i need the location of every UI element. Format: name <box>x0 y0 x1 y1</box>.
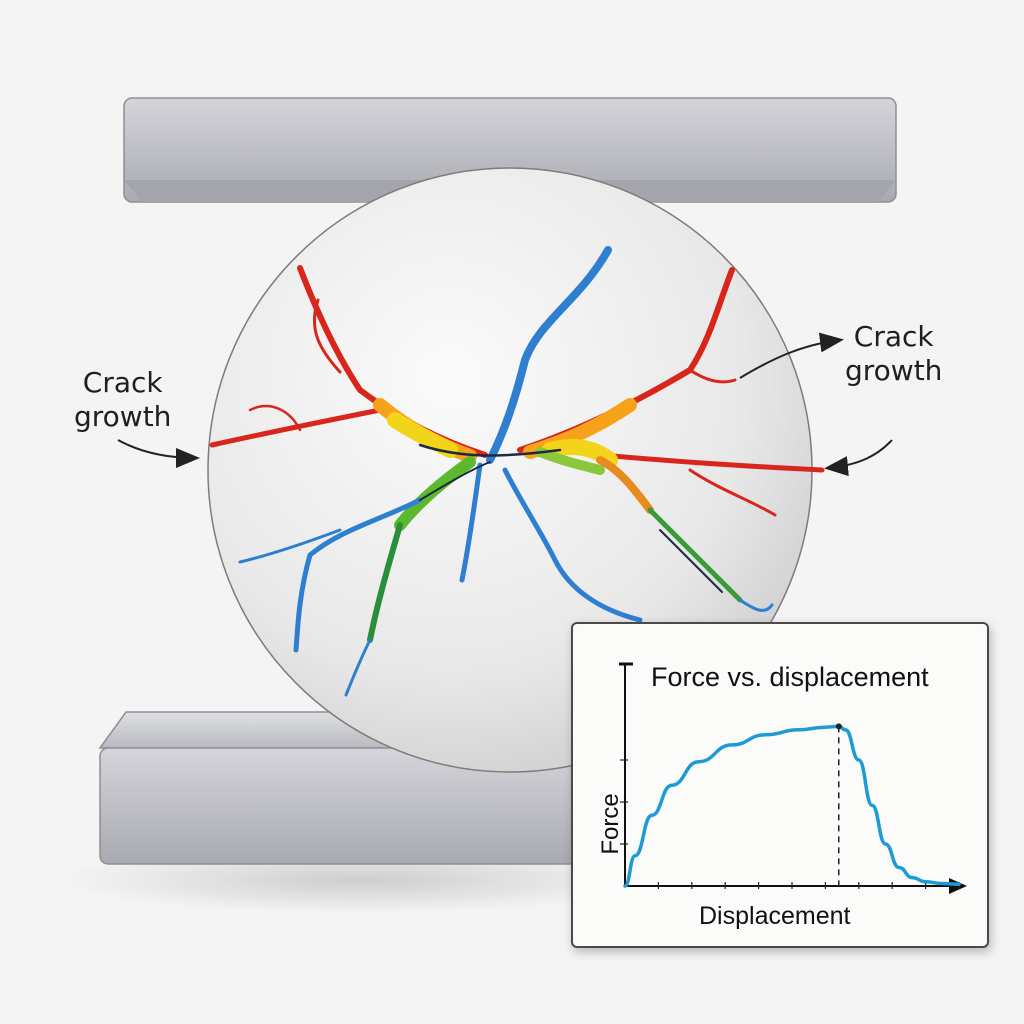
crack-growth-right-line1: Crack <box>853 320 934 353</box>
chart-series <box>623 724 961 888</box>
force-displacement-chart: Force vs. displacement Force Displacemen… <box>571 622 989 948</box>
crack-growth-label-right: Crack growth <box>845 320 942 388</box>
chart-plot <box>619 662 967 894</box>
crack-growth-left-line1: Crack <box>82 366 163 399</box>
peak-point <box>835 723 842 730</box>
chart-marks <box>835 723 842 886</box>
crack-network <box>209 246 825 697</box>
arrow-right-upper <box>739 332 844 379</box>
chart-axes <box>619 662 967 894</box>
force-curve-series-0 <box>623 724 961 888</box>
crack-growth-left-line2: growth <box>74 400 172 433</box>
arrow-left <box>117 439 200 468</box>
chart-title: Force vs. displacement <box>651 662 929 692</box>
chart-y-axis-label: Force <box>597 793 624 855</box>
chart-x-axis-label: Displacement <box>699 902 851 930</box>
chart-ticks <box>620 759 960 889</box>
crack-growth-right-line2: growth <box>845 354 943 387</box>
crack-growth-label-left: Crack growth <box>74 366 171 434</box>
arrow-right-lower <box>824 439 893 477</box>
